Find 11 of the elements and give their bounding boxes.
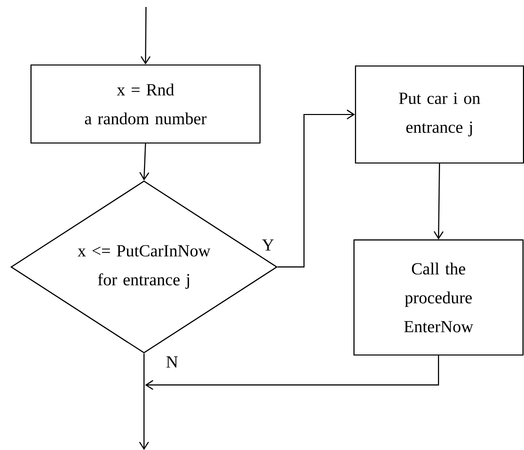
- process-box: Call the procedure EnterNow: [353, 239, 524, 356]
- process-box: x = Rnd a random number: [30, 64, 261, 144]
- edge-label: N: [166, 356, 178, 368]
- arrow: [145, 356, 440, 390]
- arrow: [434, 164, 444, 240]
- arrow: [140, 6, 151, 64]
- process-box: Put car i on entrance j: [354, 65, 524, 164]
- arrow: [278, 110, 355, 268]
- edge-label: Y: [262, 239, 274, 251]
- arrow: [139, 144, 150, 180]
- arrow: [139, 354, 149, 450]
